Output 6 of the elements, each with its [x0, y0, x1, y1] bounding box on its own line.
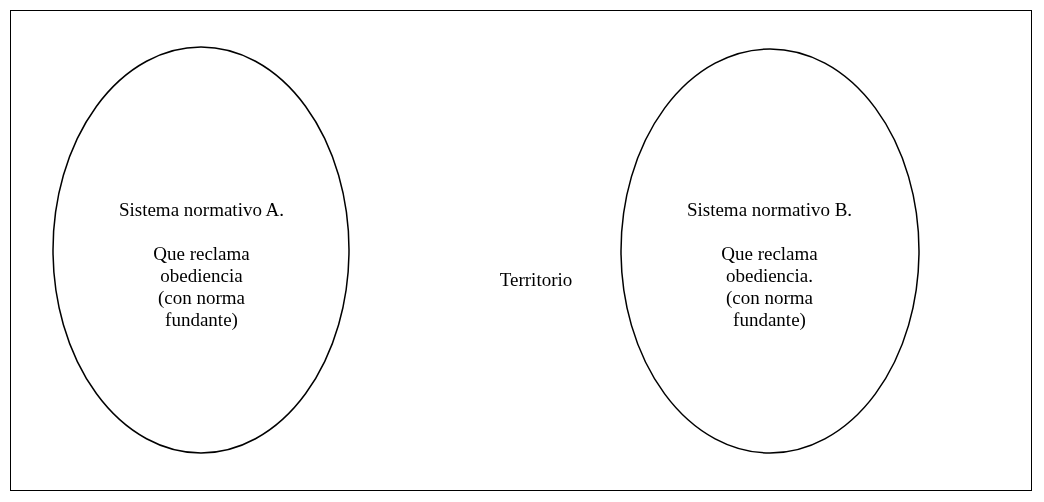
- node-heading: Sistema normativo A.: [117, 198, 286, 221]
- node-heading: Sistema normativo B.: [685, 198, 854, 221]
- territory-frame: [10, 10, 1032, 491]
- node-text: Que reclama obediencia. (con norma fundante): [720, 242, 819, 331]
- node-text: Que reclama obediencia (con norma fundante): [152, 242, 251, 331]
- node-heading: Territorio: [498, 269, 574, 291]
